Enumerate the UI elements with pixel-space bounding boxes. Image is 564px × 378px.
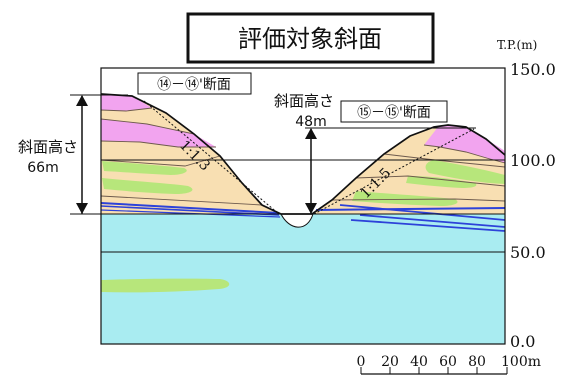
- right-height-value: 48m: [295, 114, 326, 130]
- left-height-label: 斜面高さ: [18, 138, 78, 156]
- scale-bar-ticks: [360, 367, 508, 374]
- section-left-label-box: ⑭－⑭'断面: [137, 72, 252, 95]
- elevation-tick-100: 100.0: [510, 151, 556, 170]
- elevation-tick-50: 50.0: [510, 243, 546, 262]
- right-blue-bands: [315, 204, 505, 232]
- title: 評価対象斜面: [238, 25, 382, 53]
- valley-cut-line: [280, 213, 314, 228]
- left-slope-gradient-line: [143, 100, 280, 215]
- left-pink-layer-top: [101, 94, 152, 111]
- left-height-value: 66m: [27, 160, 58, 176]
- right-height-arrowhead-bottom: [305, 203, 317, 214]
- left-green-lens-upper: [102, 161, 187, 175]
- right-green-lens-small: [406, 176, 477, 188]
- right-height-label: 斜面高さ: [274, 92, 334, 110]
- left-layer-lines: [101, 107, 263, 206]
- section-right-label-box: ⑮－⑮'断面: [340, 100, 448, 123]
- left-height-arrowhead-bottom: [76, 203, 88, 214]
- left-green-lens-lower: [102, 178, 193, 194]
- valley-cut-fill: [281, 214, 313, 228]
- scale-bar: 0 20 40 60 80 100m: [357, 354, 541, 375]
- right-green-lens-main: [425, 160, 505, 184]
- right-height-annotation: 斜面高さ 48m: [274, 92, 476, 214]
- right-height-arrowhead-top: [305, 128, 317, 139]
- scale-tick-0: 0: [357, 354, 366, 370]
- scale-tick-40: 40: [410, 354, 428, 370]
- title-box: 評価対象斜面: [186, 12, 435, 64]
- plot-frame: [100, 67, 506, 345]
- scale-tick-80: 80: [468, 354, 486, 370]
- right-layer-lines: [331, 144, 505, 202]
- left-height-arrowhead-top: [76, 95, 88, 106]
- lower-green-lens: [101, 278, 230, 293]
- elevation-unit-label: T.P.(m): [497, 38, 537, 52]
- scale-tick-20: 20: [381, 354, 399, 370]
- elevation-tick-150: 150.0: [510, 60, 556, 79]
- elevation-tick-0: 0.0: [510, 332, 535, 351]
- section-right-label: ⑮－⑮'断面: [357, 105, 431, 121]
- elevation-axis: T.P.(m) 150.0 100.0 50.0 0.0: [497, 38, 556, 351]
- scale-tick-100m: 100m: [501, 354, 541, 370]
- left-pink-layer-middle: [101, 119, 216, 147]
- right-pink-layer-top: [424, 125, 505, 163]
- ground-surface: [101, 93, 505, 215]
- scale-tick-60: 60: [439, 354, 457, 370]
- section-left-label: ⑭－⑭'断面: [157, 77, 231, 93]
- right-green-lens-lower: [352, 191, 458, 206]
- left-height-annotation: 斜面高さ 66m: [18, 94, 128, 215]
